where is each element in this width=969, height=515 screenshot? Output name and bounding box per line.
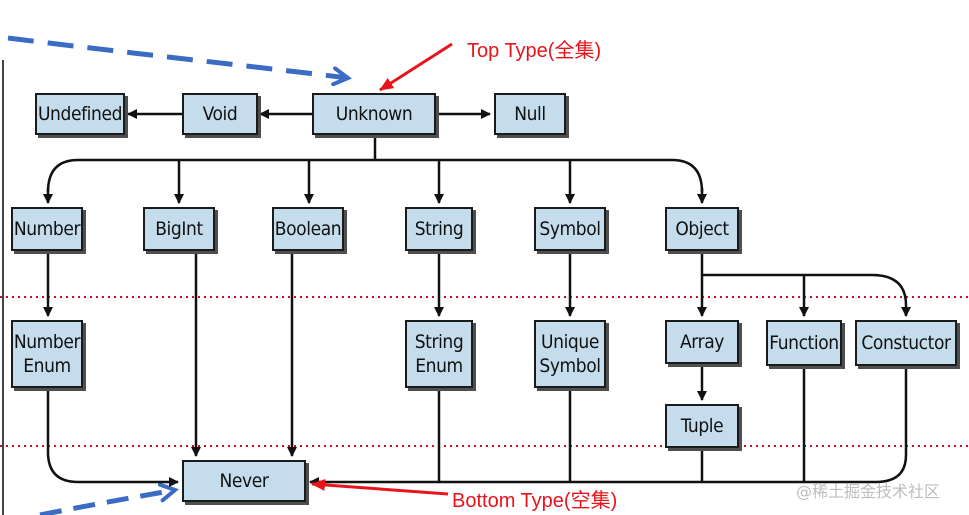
node-bigint: BigInt	[143, 207, 215, 251]
node-unique-symbol: Unique Symbol	[534, 320, 606, 388]
edge-right-never	[309, 367, 908, 487]
watermark: @稀土掘金技术社区	[796, 482, 941, 501]
bottom-type-arrow	[311, 478, 449, 496]
edge-branch-bar	[46, 158, 704, 193]
node-tuple: Tuple	[665, 404, 739, 448]
node-undefined: Undefined	[35, 93, 125, 135]
node-boolean: Boolean	[272, 207, 344, 251]
node-constructor: Constuctor	[855, 320, 957, 366]
top-type-arrow	[379, 42, 453, 92]
node-symbol: Symbol	[534, 207, 606, 251]
edge-object-constructor	[871, 273, 911, 317]
node-null: Null	[494, 93, 566, 135]
blue-dashed-arrow-bottom	[39, 490, 175, 515]
node-string-enum: String Enum	[405, 320, 473, 388]
node-function: Function	[766, 320, 842, 366]
node-never: Never	[182, 460, 306, 502]
node-number-enum: Number Enum	[11, 320, 83, 388]
top-type-label: Top Type(全集)	[467, 40, 602, 62]
node-void: Void	[182, 93, 258, 135]
blue-dashed-arrow-top	[7, 35, 348, 78]
edge-numberenum-never	[46, 388, 179, 487]
node-string: String	[405, 207, 473, 251]
node-unknown: Unknown	[312, 93, 436, 135]
node-object: Object	[665, 207, 739, 251]
node-number: Number	[11, 207, 83, 251]
node-array: Array	[665, 320, 739, 364]
bottom-type-label: Bottom Type(空集)	[452, 490, 618, 512]
